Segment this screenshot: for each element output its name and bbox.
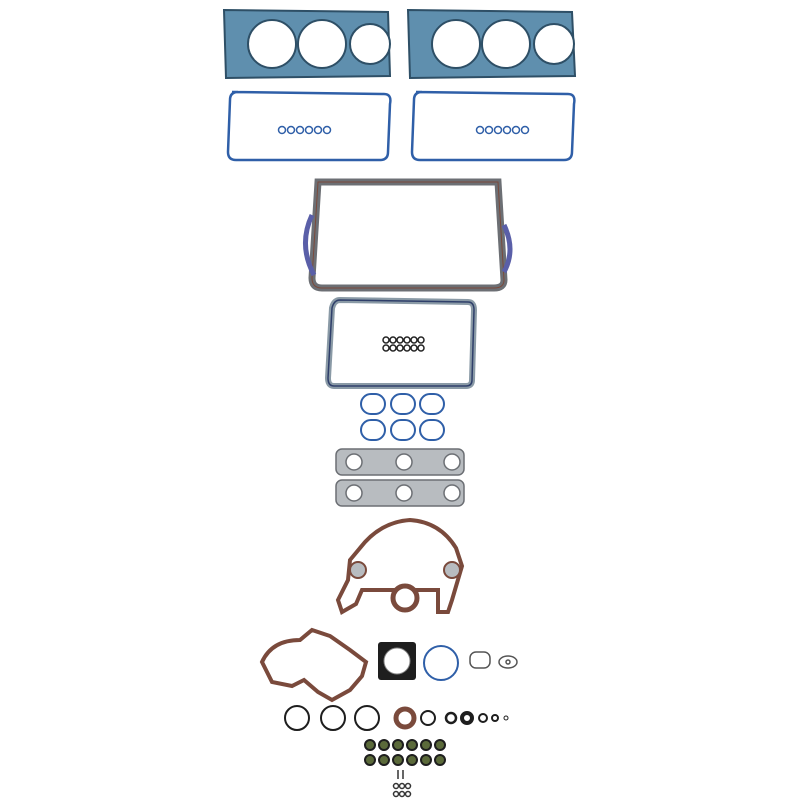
throttle-body-gasket bbox=[378, 642, 416, 680]
intake-o-rings bbox=[360, 393, 445, 441]
valve-stem-seals bbox=[364, 739, 446, 766]
crank-seal bbox=[390, 583, 420, 613]
intake-manifold-gaskets bbox=[335, 448, 465, 507]
head-gasket-right bbox=[406, 8, 577, 80]
small-gaskets bbox=[469, 651, 518, 669]
blue-seal-ring bbox=[423, 645, 459, 681]
oil-pan-gasket bbox=[302, 178, 513, 292]
valve-cover-gasket-left bbox=[226, 90, 392, 162]
water-pump-gasket bbox=[259, 627, 369, 703]
head-gasket-left bbox=[222, 8, 392, 80]
o-ring-row bbox=[284, 705, 509, 731]
valve-cover-gasket-right bbox=[410, 90, 576, 162]
lower-oil-pan-gasket bbox=[324, 296, 478, 389]
timing-cover-gasket bbox=[335, 517, 465, 615]
misc-small-seals bbox=[392, 770, 412, 798]
